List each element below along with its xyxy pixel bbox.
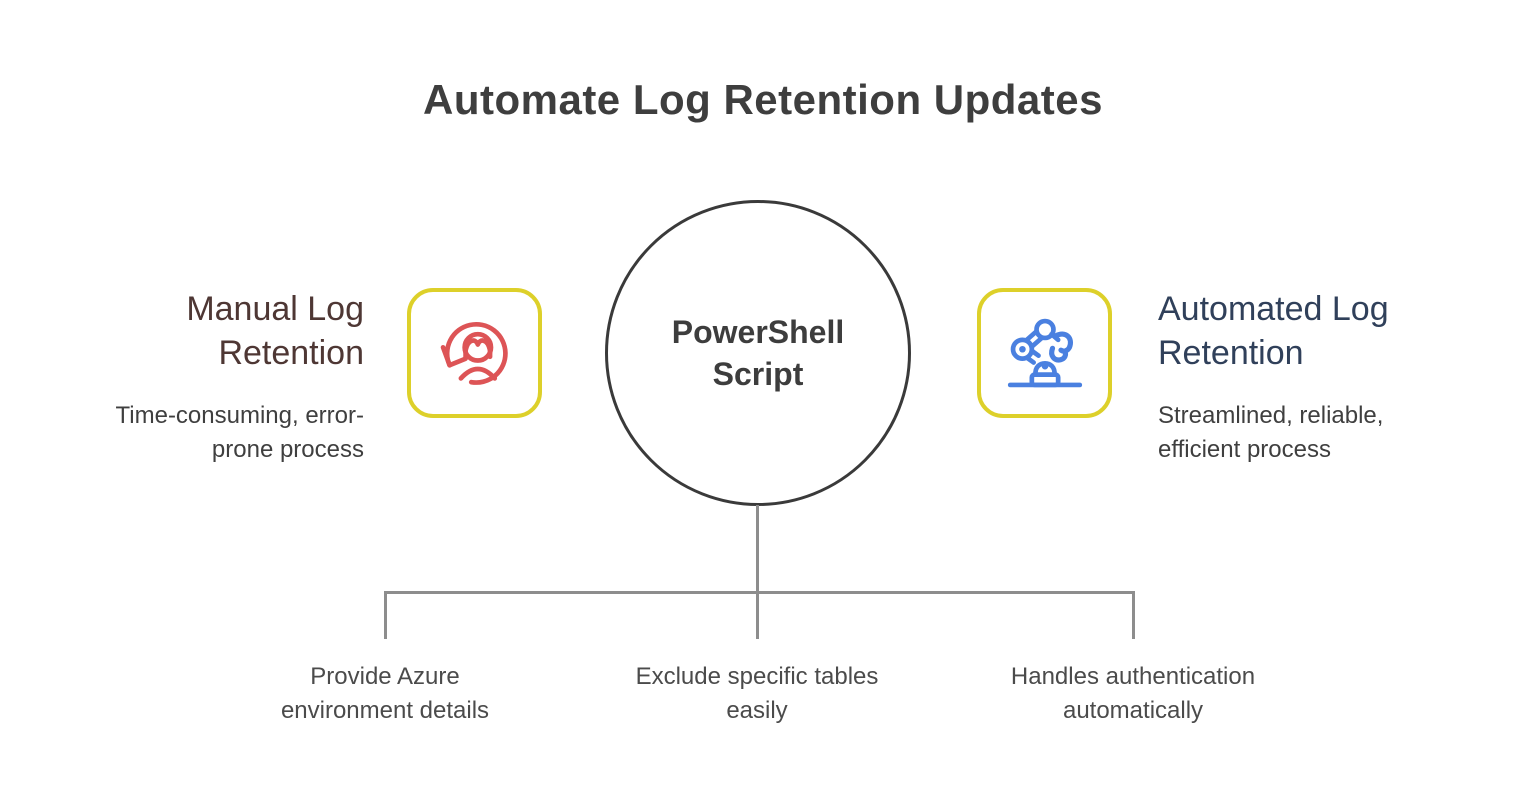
manual-description: Time-consuming, error-prone process — [115, 402, 365, 463]
connector-drop-left — [384, 591, 387, 639]
connector-stem — [756, 505, 759, 593]
connector-drop-center — [756, 591, 759, 639]
circle-label-line1: PowerShell — [671, 314, 845, 350]
page-title: Automate Log Retention Updates — [422, 76, 1103, 123]
circle-label: PowerShell Script — [672, 311, 845, 395]
powershell-circle-node: PowerShell Script — [605, 200, 911, 506]
branch-label-azure-details: Provide Azure environment details — [280, 663, 490, 724]
connector-drop-right — [1132, 591, 1135, 639]
automated-description: Streamlined, reliable, efficient process — [1158, 402, 1384, 463]
robot-arm-icon — [1007, 318, 1082, 388]
manual-heading: Manual Log Retention — [186, 290, 364, 373]
automated-icon-box — [977, 288, 1112, 418]
manual-section-text: Manual Log Retention Time-consuming, err… — [72, 287, 365, 467]
automated-heading: Automated Log Retention — [1158, 290, 1389, 373]
branch-label-authentication: Handles authentication automatically — [1010, 663, 1256, 724]
connector-horizontal-bar — [384, 591, 1135, 594]
manual-icon-box — [407, 288, 542, 418]
circle-label-line2: Script — [712, 356, 804, 392]
person-rotate-icon — [440, 321, 508, 385]
branch-label-exclude-tables: Exclude specific tables easily — [635, 663, 879, 724]
automated-section-text: Automated Log Retention Streamlined, rel… — [1158, 287, 1470, 467]
